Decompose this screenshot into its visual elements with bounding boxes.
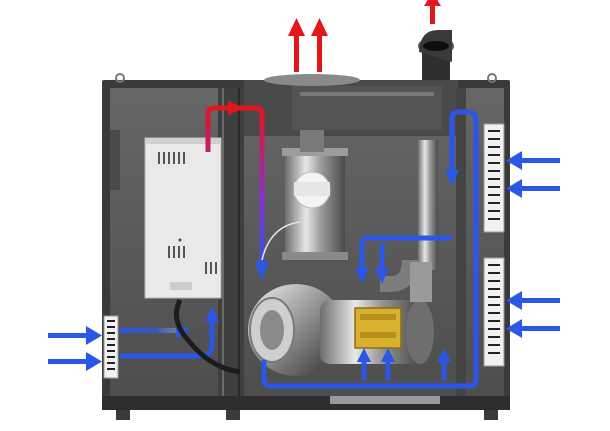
flex-hose xyxy=(173,298,241,375)
left-intake-arrows xyxy=(48,326,102,371)
control-box xyxy=(144,137,222,299)
internal-flow-arrowheads xyxy=(205,170,459,362)
heated-air-loop xyxy=(205,101,269,280)
left-intake-grille xyxy=(103,315,119,379)
blue-left-arrow-icon xyxy=(506,179,560,198)
exhaust-elbow-icon xyxy=(418,30,454,90)
filter-duct xyxy=(282,130,348,260)
right-intake-grille-lower xyxy=(483,257,505,367)
red-up-arrow-icon xyxy=(288,18,305,72)
fan-motor-icon xyxy=(248,262,434,376)
blue-right-arrow-icon xyxy=(48,326,102,345)
red-up-arrow-icon xyxy=(311,18,328,72)
blue-right-arrow-icon xyxy=(48,352,102,371)
red-up-arrow-icon xyxy=(424,0,441,24)
exhaust-arrows-top xyxy=(288,0,441,72)
blue-left-arrow-icon xyxy=(506,151,560,170)
blue-left-arrow-icon xyxy=(506,319,560,338)
right-intake-grille-upper xyxy=(483,123,505,233)
cable xyxy=(261,221,301,261)
right-intake-arrows xyxy=(506,151,560,338)
blue-left-arrow-icon xyxy=(506,291,560,310)
